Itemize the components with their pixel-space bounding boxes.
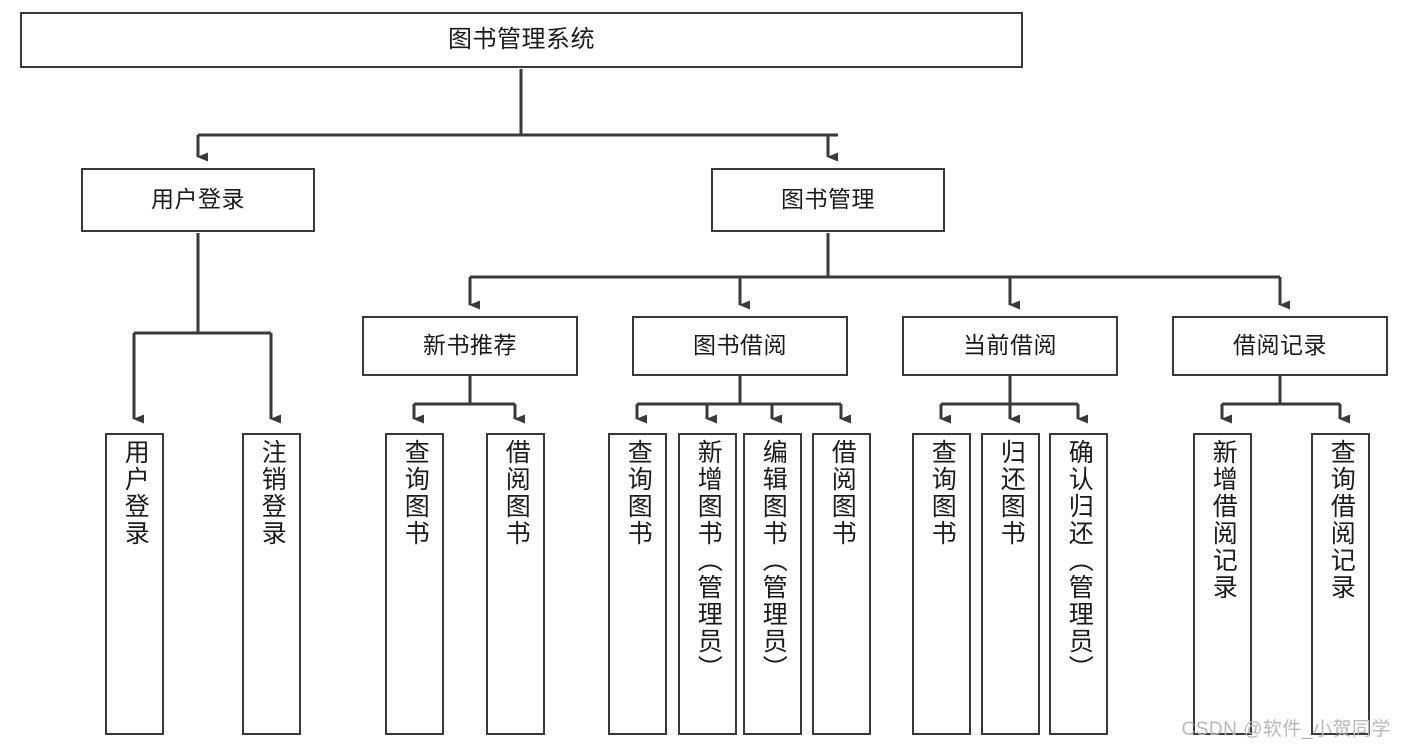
node-label: 图书借阅	[693, 332, 787, 359]
node-book-management[interactable]: 图书管理	[711, 168, 945, 232]
node-book-borrow[interactable]: 图书借阅	[632, 316, 848, 376]
leaf-query-book-current[interactable]: 查询图书	[912, 433, 971, 735]
node-label: 借阅图书	[502, 439, 531, 547]
node-root-system[interactable]: 图书管理系统	[20, 12, 1023, 68]
node-label: 用户登录	[151, 186, 245, 213]
node-label: 图书管理	[781, 186, 875, 213]
node-label: 查询图书	[624, 439, 653, 547]
node-borrow-record[interactable]: 借阅记录	[1172, 316, 1388, 376]
node-user-login[interactable]: 用户登录	[81, 168, 315, 232]
node-label: 借阅记录	[1233, 332, 1327, 359]
leaf-logout[interactable]: 注销登录	[242, 433, 301, 735]
watermark-text: CSDN @软件_小贺同学	[1181, 719, 1391, 740]
leaf-return-book[interactable]: 归还图书	[981, 433, 1040, 735]
leaf-edit-book-admin[interactable]: 编辑图书（管理员）	[743, 433, 802, 735]
leaf-query-book-new[interactable]: 查询图书	[385, 433, 444, 735]
leaf-borrow-book-new[interactable]: 借阅图书	[486, 433, 545, 735]
node-current-borrow[interactable]: 当前借阅	[902, 316, 1118, 376]
leaf-query-borrow-record[interactable]: 查询借阅记录	[1311, 433, 1370, 735]
node-label: 编辑图书（管理员）	[759, 439, 788, 682]
leaf-user-login[interactable]: 用户登录	[105, 433, 164, 735]
node-label: 查询借阅记录	[1327, 439, 1356, 601]
node-label: 用户登录	[121, 439, 150, 547]
node-label: 图书管理系统	[448, 25, 595, 53]
node-label: 新增借阅记录	[1209, 439, 1238, 601]
node-label: 归还图书	[997, 439, 1026, 547]
node-label: 查询图书	[928, 439, 957, 547]
leaf-query-book-borrow[interactable]: 查询图书	[608, 433, 667, 735]
node-label: 确认归还（管理员）	[1065, 439, 1094, 682]
node-label: 新增图书（管理员）	[694, 439, 723, 682]
leaf-add-book-admin[interactable]: 新增图书（管理员）	[678, 433, 737, 735]
node-label: 新书推荐	[423, 332, 517, 359]
node-new-book-recommend[interactable]: 新书推荐	[362, 316, 578, 376]
leaf-add-borrow-record[interactable]: 新增借阅记录	[1193, 433, 1252, 735]
node-label: 注销登录	[258, 439, 287, 547]
node-label: 当前借阅	[963, 332, 1057, 359]
node-label: 查询图书	[401, 439, 430, 547]
node-label: 借阅图书	[828, 439, 857, 547]
leaf-borrow-book[interactable]: 借阅图书	[812, 433, 871, 735]
leaf-confirm-return-admin[interactable]: 确认归还（管理员）	[1049, 433, 1108, 735]
